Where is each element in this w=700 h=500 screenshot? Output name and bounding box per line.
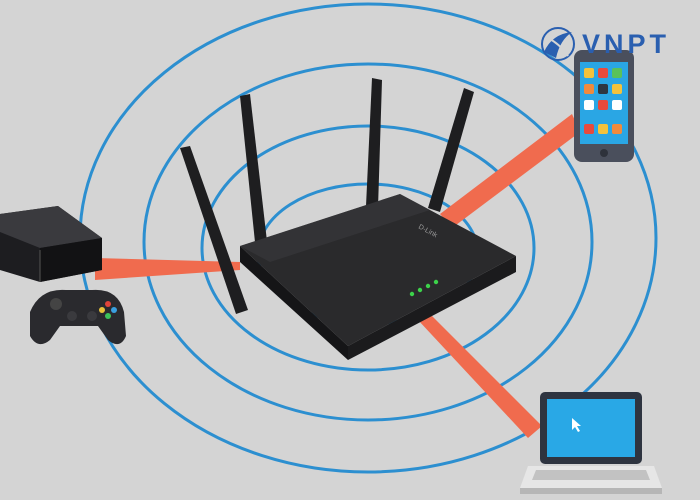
antenna-4 (428, 88, 474, 212)
router-antennas (180, 78, 474, 314)
wifi-router-icon: D-Link (240, 194, 516, 360)
game-console-icon (0, 206, 102, 282)
router-status-leds (409, 279, 439, 297)
beam-to-phone (440, 114, 580, 228)
beam-to-laptop (418, 316, 542, 438)
gamepad-icon (30, 289, 126, 345)
beam-to-console (95, 258, 240, 280)
brand-name: VNPT (582, 29, 671, 59)
phone-app-icons (584, 68, 622, 134)
laptop-icon (520, 392, 662, 494)
smartphone-icon (574, 50, 634, 162)
signal-beams (95, 114, 580, 438)
antenna-1 (180, 146, 248, 314)
antenna-2 (240, 94, 268, 252)
vnpt-swirl-logo-icon (541, 27, 575, 61)
signal-ring-inner (200, 124, 536, 372)
brand-logo: VNPT (538, 24, 698, 64)
signal-ring-middle (142, 62, 594, 422)
antenna-3 (366, 78, 382, 208)
